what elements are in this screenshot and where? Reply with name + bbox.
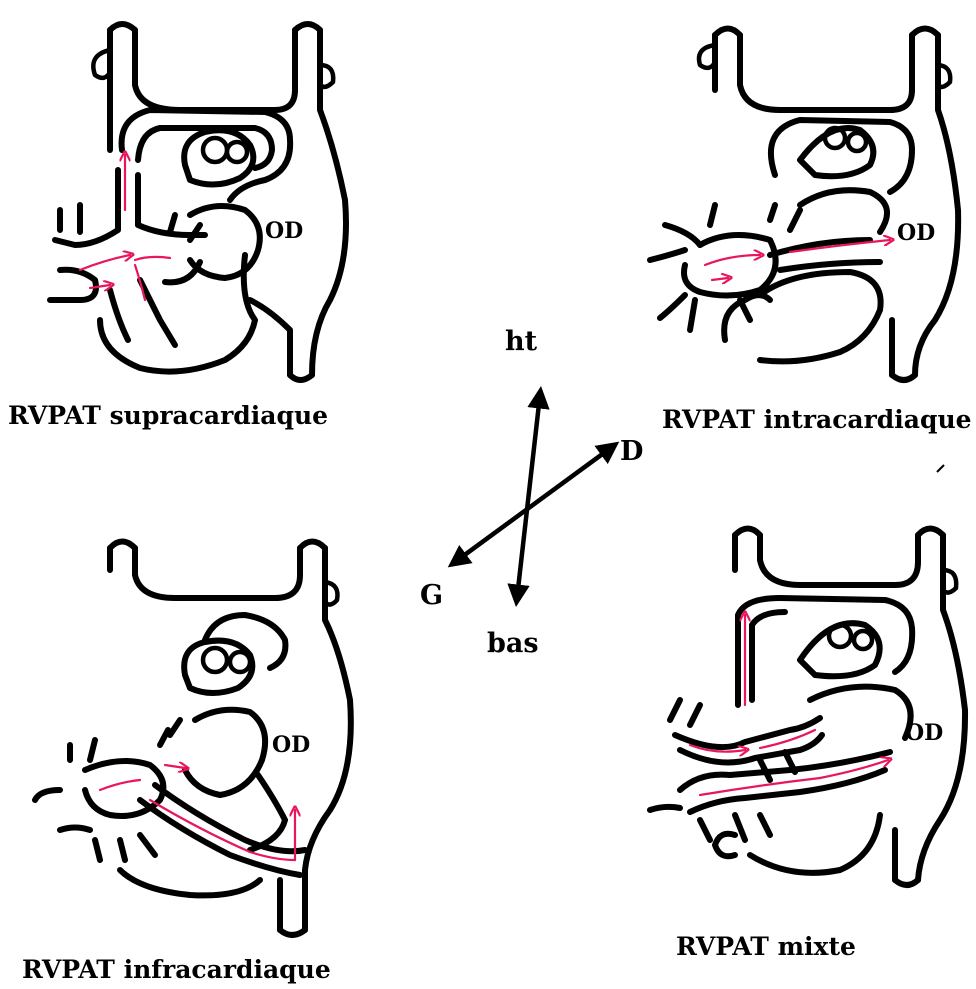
direction-up-label: ht [505,326,538,357]
atrium-label: OD [905,720,943,746]
direction-down-label: bas [487,628,539,659]
heart-outline [50,24,346,380]
atrium-label: OD [265,218,303,244]
heart-outline [650,29,958,381]
panel-caption: RVPAT intracardiaque [662,405,972,434]
stray-mark [937,465,944,472]
direction-left-label: G [420,580,443,611]
panel-intracardiac: OD RVPAT intracardiaque [650,29,972,435]
orientation-compass: ht bas D G [420,326,643,659]
panel-infracardiac: OD RVPAT infracardiaque [22,542,351,985]
panel-supracardiac: OD RVPAT supracardiaque [8,24,346,430]
atrium-label: OD [897,220,935,246]
panel-mixed: OD RVPAT mixte [650,529,965,962]
vertical-axis-arrow [517,395,540,598]
panel-caption: RVPAT mixte [676,932,856,961]
direction-right-label: D [620,436,643,467]
atrium-label: OD [272,732,310,758]
panel-caption: RVPAT supracardiaque [8,401,328,430]
heart-outline [650,529,965,886]
panel-caption: RVPAT infracardiaque [22,955,331,984]
